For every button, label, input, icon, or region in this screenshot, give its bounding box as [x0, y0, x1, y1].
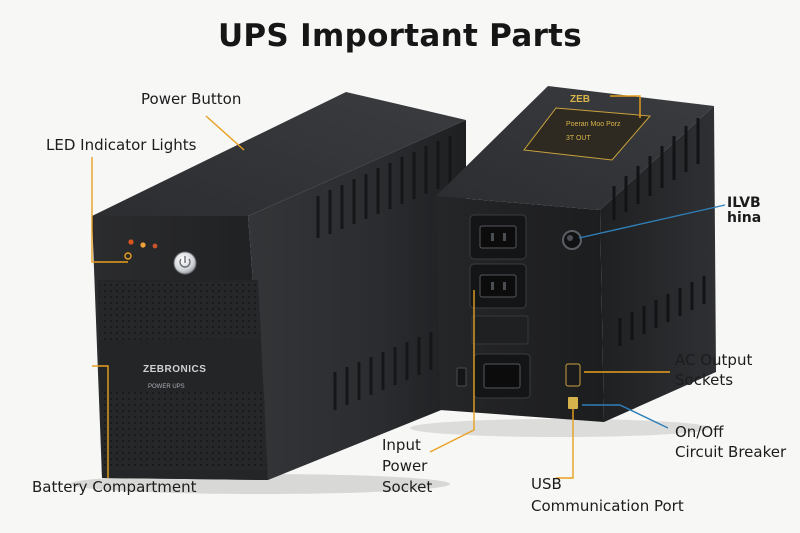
leader-battery — [92, 365, 109, 478]
rear-top-label — [523, 107, 652, 161]
front-unit-side — [248, 120, 466, 480]
rear-blank-plate — [471, 315, 529, 345]
front-model-badge: POWER UPS — [148, 384, 185, 390]
power-symbol-icon — [179, 256, 191, 268]
led-indicator-orange — [152, 243, 158, 249]
leader-power-button — [205, 115, 245, 151]
rear-label-brand: ZEB — [570, 94, 590, 105]
led-indicator-amber — [140, 242, 146, 248]
diagram-title: UPS Important Parts — [217, 18, 583, 54]
rear-side-vents — [612, 118, 706, 346]
leader-input — [429, 290, 475, 453]
leader-ilvb — [578, 204, 726, 239]
label-input-line1: Input — [382, 436, 421, 454]
label-input-line3: Socket — [382, 478, 433, 496]
leader-led-dot — [124, 252, 132, 260]
front-unit-top — [92, 92, 466, 216]
leader-breaker — [582, 404, 669, 429]
label-input-line2: Power — [382, 457, 428, 475]
rear-unit-side — [600, 106, 716, 422]
ac-output-indicator — [565, 363, 581, 387]
ilvb-knob-highlight — [567, 235, 573, 241]
ac-output-socket-2 — [469, 263, 527, 309]
rear-small-switch — [456, 367, 467, 387]
label-power-button: Power Button — [141, 90, 242, 108]
circuit-breaker — [568, 397, 578, 409]
rear-label-line2: 3T OUT — [566, 135, 591, 142]
label-usb-line2: Communication Port — [531, 497, 684, 515]
label-breaker-line1: On/Off — [675, 423, 724, 441]
front-grille-lower — [101, 392, 267, 470]
label-breaker-line2: Circuit Breaker — [675, 443, 787, 461]
label-battery-compartment: Battery Compartment — [32, 478, 197, 496]
front-side-vents — [316, 136, 452, 410]
label-led-indicator-lights: LED Indicator Lights — [46, 136, 197, 154]
label-ac-output-line1: AC Output — [675, 351, 753, 369]
leader-led — [91, 157, 128, 263]
front-grille-upper — [99, 282, 261, 340]
front-unit-shadow — [70, 474, 450, 494]
front-brand-logo: ZEBRONICS — [143, 364, 206, 375]
rear-ups-unit: ZEB Poeran Moo Porz 3T OUT — [436, 86, 716, 422]
leader-usb — [556, 409, 574, 479]
label-ac-output-line2: Sockets — [675, 371, 734, 389]
label-ilvb-line1: ILVB — [727, 195, 761, 211]
leader-top-label — [610, 95, 641, 118]
input-power-socket — [473, 353, 531, 399]
label-usb-line1: USB — [531, 475, 562, 493]
rear-unit-shadow — [410, 419, 710, 437]
leader-lines — [91, 95, 726, 479]
led-indicator-red — [128, 239, 134, 245]
ac-output-socket-1 — [469, 214, 527, 260]
rear-label-line1: Poeran Moo Porz — [566, 121, 621, 128]
label-ilvb-line2: hina — [727, 210, 762, 226]
front-ups-unit — [92, 92, 466, 480]
